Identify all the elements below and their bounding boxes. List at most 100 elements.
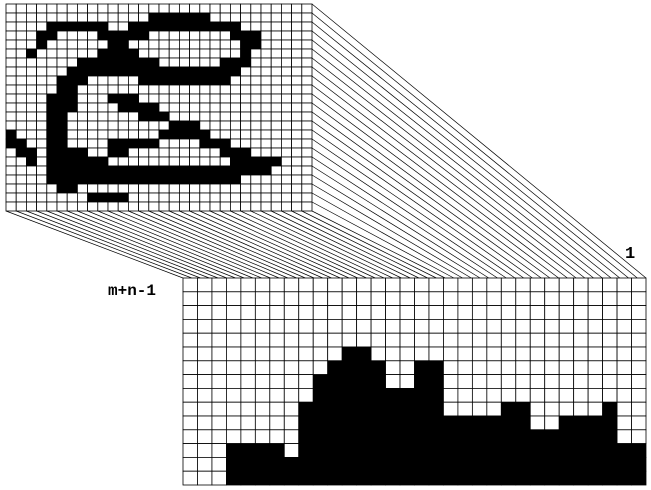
histogram-empty-cell xyxy=(269,277,285,293)
histogram-empty-cell xyxy=(587,291,604,306)
histogram-empty-cell xyxy=(283,332,300,348)
filled-pixel xyxy=(240,48,252,59)
histogram-empty-cell xyxy=(399,374,415,389)
empty-pixel xyxy=(46,75,58,86)
filled-pixel xyxy=(250,156,262,167)
filled-pixel xyxy=(107,165,119,176)
histogram-empty-cell xyxy=(182,415,198,431)
empty-pixel xyxy=(219,102,231,113)
empty-pixel xyxy=(117,21,129,32)
empty-pixel xyxy=(87,30,99,41)
empty-pixel xyxy=(15,120,27,131)
histogram-empty-cell xyxy=(443,387,459,403)
diagonal-connector-line xyxy=(311,84,568,279)
filled-pixel xyxy=(148,165,160,176)
filled-pixel xyxy=(199,165,211,176)
empty-pixel xyxy=(301,102,313,113)
filled-pixel xyxy=(46,21,58,32)
filled-pixel xyxy=(189,21,201,32)
histogram-filled-cell xyxy=(283,456,300,472)
histogram-empty-cell xyxy=(269,318,285,334)
histogram-empty-cell xyxy=(370,305,386,320)
empty-pixel xyxy=(219,111,231,122)
histogram-empty-cell xyxy=(616,429,632,444)
histogram-filled-cell xyxy=(370,456,386,472)
filled-pixel xyxy=(87,156,99,167)
diagonal-connector-line xyxy=(291,210,428,279)
empty-pixel xyxy=(97,201,109,212)
filled-pixel xyxy=(209,165,221,176)
histogram-empty-cell xyxy=(486,374,502,389)
histogram-empty-cell xyxy=(312,291,329,306)
histogram-filled-cell xyxy=(327,360,343,375)
filled-pixel xyxy=(107,48,119,59)
filled-pixel xyxy=(25,156,37,167)
empty-pixel xyxy=(5,39,17,50)
empty-pixel xyxy=(66,39,78,50)
diagonal-connector-line xyxy=(311,183,472,279)
histogram-empty-cell xyxy=(515,318,531,334)
empty-pixel xyxy=(199,57,211,68)
empty-pixel xyxy=(148,120,160,131)
empty-pixel xyxy=(219,39,231,50)
empty-pixel xyxy=(219,30,231,41)
diagonal-connector-line xyxy=(179,210,332,279)
histogram-empty-cell xyxy=(327,346,343,362)
empty-pixel xyxy=(46,57,58,68)
histogram-empty-cell xyxy=(385,277,401,293)
empty-pixel xyxy=(280,120,292,131)
histogram-empty-cell xyxy=(457,305,473,320)
filled-pixel xyxy=(97,30,109,41)
empty-pixel xyxy=(56,39,68,50)
empty-pixel xyxy=(270,192,282,203)
histogram-empty-cell xyxy=(211,360,227,375)
histogram-empty-cell xyxy=(414,277,430,293)
histogram-empty-cell xyxy=(197,332,213,348)
histogram-empty-cell xyxy=(399,305,415,320)
empty-pixel xyxy=(229,183,241,194)
histogram-empty-cell xyxy=(414,346,430,362)
empty-pixel xyxy=(15,57,27,68)
histogram-empty-cell xyxy=(573,360,589,375)
histogram-filled-cell xyxy=(515,401,531,417)
empty-pixel xyxy=(158,120,170,131)
empty-pixel xyxy=(229,12,241,23)
histogram-filled-cell xyxy=(500,401,517,417)
empty-pixel xyxy=(229,93,241,104)
diagonals-count-label: m+n-1 xyxy=(108,282,156,300)
empty-pixel xyxy=(291,129,303,140)
empty-pixel xyxy=(66,201,78,212)
histogram-filled-cell xyxy=(414,387,430,403)
empty-pixel xyxy=(107,21,119,32)
histogram-empty-cell xyxy=(428,318,444,334)
filled-pixel xyxy=(127,48,139,59)
histogram-filled-cell xyxy=(370,429,386,444)
empty-pixel xyxy=(15,48,27,59)
empty-pixel xyxy=(46,192,58,203)
histogram-filled-cell xyxy=(500,456,517,472)
empty-pixel xyxy=(260,111,272,122)
empty-pixel xyxy=(209,156,221,167)
empty-pixel xyxy=(301,147,313,158)
empty-pixel xyxy=(46,12,58,23)
filled-pixel xyxy=(219,66,231,77)
empty-pixel xyxy=(270,3,282,14)
histogram-filled-cell xyxy=(312,415,329,431)
empty-pixel xyxy=(87,201,99,212)
empty-pixel xyxy=(97,84,109,95)
histogram-empty-cell xyxy=(500,387,517,403)
histogram-filled-cell xyxy=(385,415,401,431)
empty-pixel xyxy=(270,102,282,113)
histogram-empty-cell xyxy=(587,305,604,320)
histogram-empty-cell xyxy=(182,318,198,334)
histogram-empty-cell xyxy=(197,443,213,458)
empty-pixel xyxy=(117,129,129,140)
empty-pixel xyxy=(36,156,48,167)
histogram-empty-cell xyxy=(544,291,560,306)
diagonal-connector-line xyxy=(56,210,227,279)
diagonal-connector-line xyxy=(128,210,288,279)
histogram-empty-cell xyxy=(211,387,227,403)
diagonal-connector-line xyxy=(46,210,219,279)
empty-pixel xyxy=(260,75,272,86)
filled-pixel xyxy=(15,147,27,158)
